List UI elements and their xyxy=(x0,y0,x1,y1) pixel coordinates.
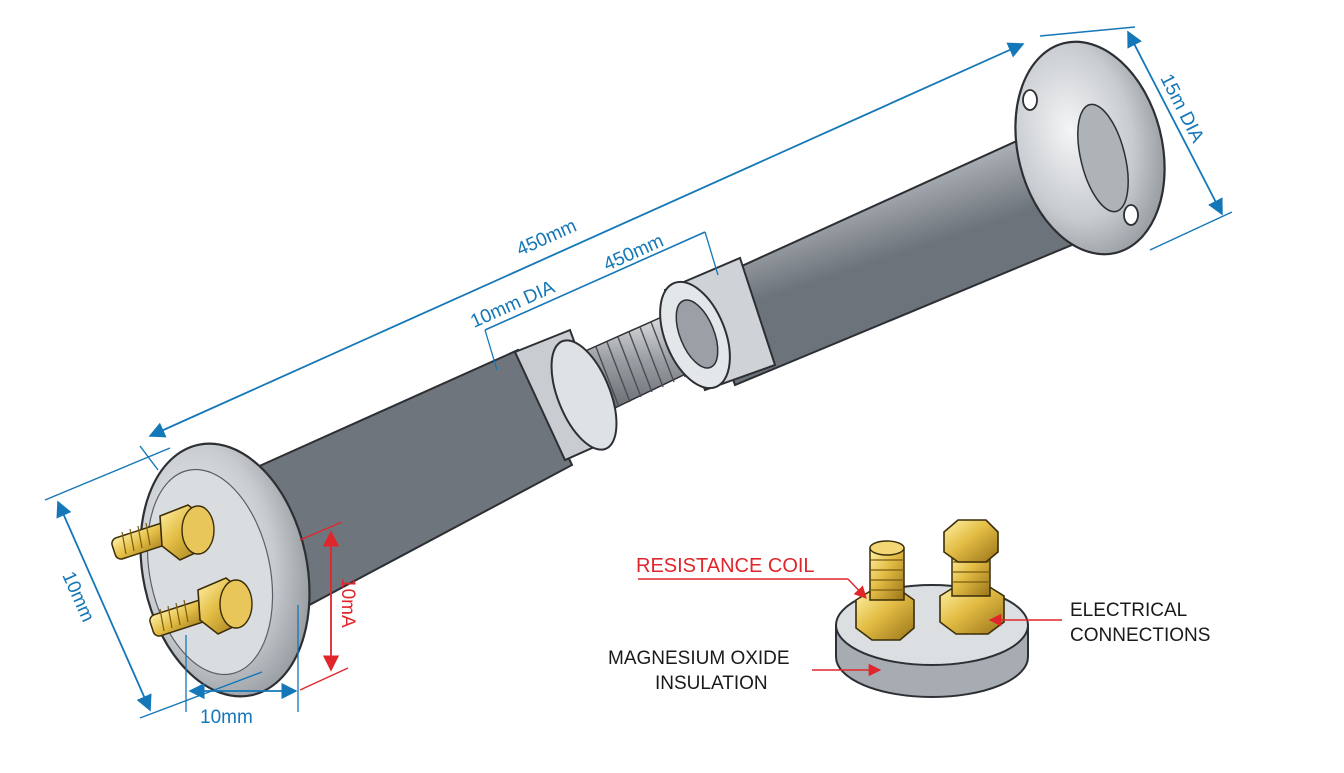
end-cap-terminal-left xyxy=(855,540,915,641)
terminal-lower xyxy=(149,577,253,637)
flange-height-extension-top xyxy=(44,447,171,501)
end-cap-stud-left xyxy=(869,547,905,601)
flange-height-dimension xyxy=(56,500,152,712)
flange-bolt-hole-top xyxy=(1022,89,1038,111)
current-rating-extension-bottom xyxy=(299,667,349,691)
heating-element xyxy=(111,40,1166,698)
flange-diameter-extension xyxy=(1149,211,1233,251)
resistance-coil-label: RESISTANCE COIL xyxy=(636,555,815,577)
insulation-label-line1: MAGNESIUM OXIDE xyxy=(608,648,790,669)
coil-length-dimension xyxy=(484,231,706,331)
end-cap-top-nut-right xyxy=(943,519,999,563)
electrical-connections-label-line2: CONNECTIONS xyxy=(1070,625,1210,646)
terminal-end-cap-detail xyxy=(638,519,1062,698)
electrical-connections-label-line1: ELECTRICAL xyxy=(1070,600,1187,621)
flange-diameter-dimension xyxy=(1127,30,1223,216)
terminal-spacing-label: 10mm xyxy=(200,707,253,728)
flange-bolt-hole-bottom xyxy=(1123,204,1139,226)
terminal-washer-lower xyxy=(219,579,253,629)
element-diameter-label: 10mm DIA xyxy=(467,277,558,333)
overall-length-label: 450mm xyxy=(513,216,579,261)
insulation-label-line2: INSULATION xyxy=(655,673,768,694)
terminal-washer-upper xyxy=(181,505,215,555)
coil-length-extension-right xyxy=(704,231,719,276)
overall-length-dimension xyxy=(148,42,1025,438)
overall-length-extension-left xyxy=(139,445,159,471)
current-rating-label: 10mA xyxy=(337,578,358,628)
coil-length-label: 450mm xyxy=(600,231,666,276)
coil-length-extension-left xyxy=(484,329,498,371)
overall-length-extension-right xyxy=(1039,26,1136,37)
right-flange-collar xyxy=(1077,103,1129,213)
current-rating-extension-top xyxy=(299,521,343,541)
end-cap-terminal-right xyxy=(939,519,1005,635)
callouts: RESISTANCE COIL ELECTRICAL CONNECTIONS M… xyxy=(608,555,1210,694)
